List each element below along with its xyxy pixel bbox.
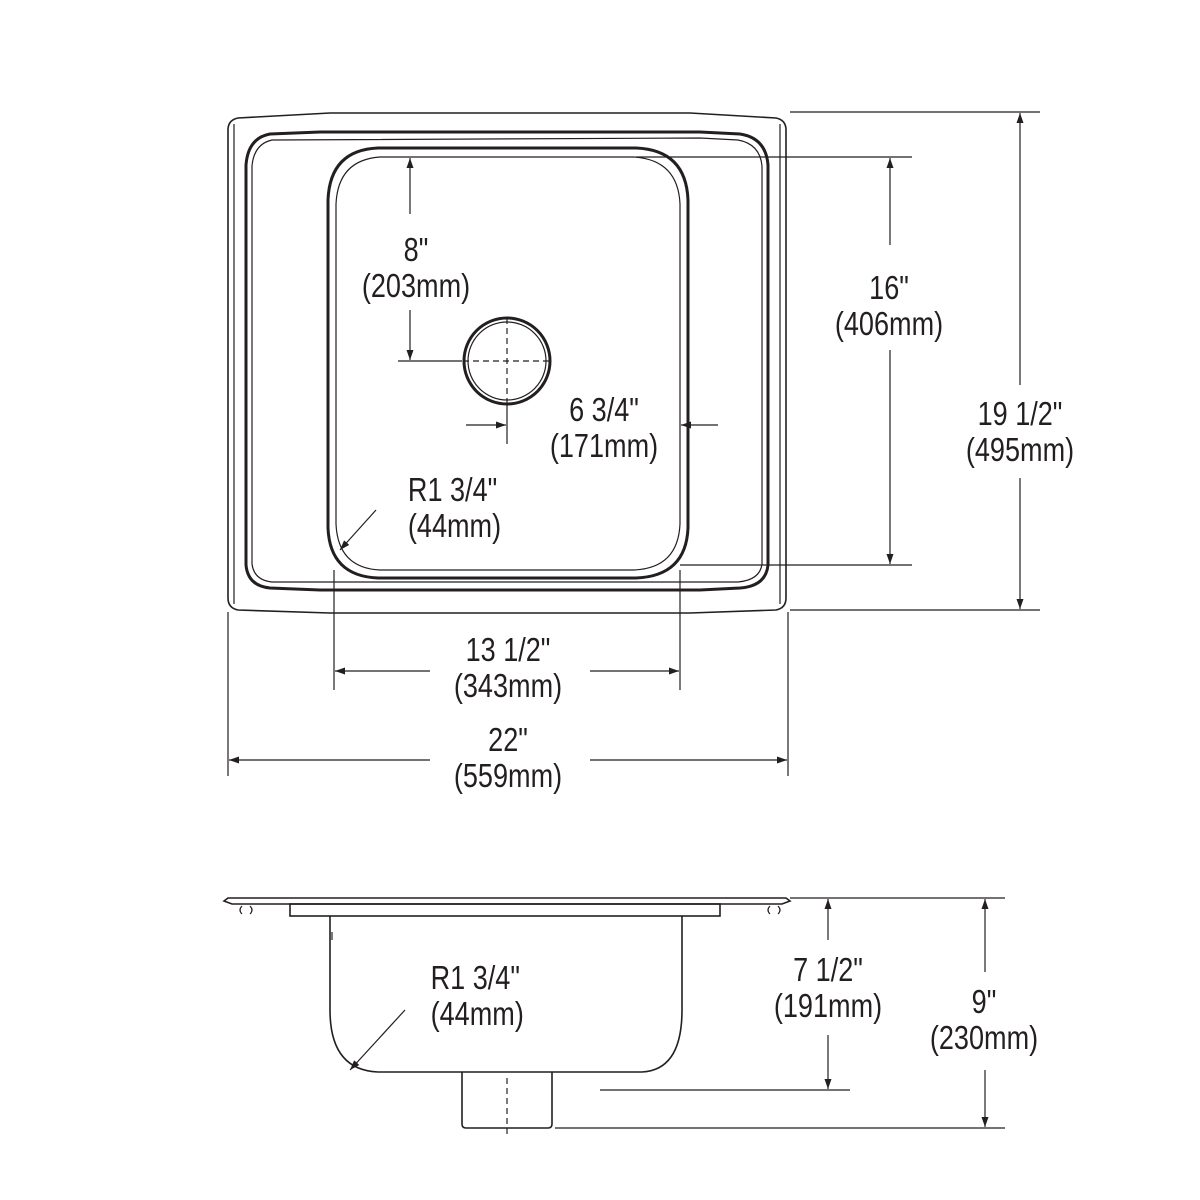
label-bowl-width-metric: (343mm) [453, 667, 563, 704]
side-rim [222, 897, 792, 905]
label-bowl-depth-metric: (191mm) [773, 987, 883, 1024]
side-bowl-outline [329, 916, 683, 1073]
label-drain-offset: 6 3/4" (171mm) [524, 392, 685, 464]
label-overall-depth: 9" (230mm) [912, 984, 1056, 1056]
label-bowl-width: 13 1/2" (343mm) [428, 632, 589, 704]
label-corner-radius-side-imperial: R1 3/4" [430, 959, 520, 996]
label-bowl-width-imperial: 13 1/2" [465, 631, 551, 668]
label-overall-width-imperial: 22" [488, 721, 528, 758]
label-overall-length: 19 1/2" (495mm) [946, 396, 1094, 468]
label-depth-to-drain-metric: (203mm) [361, 267, 471, 304]
label-bowl-length-metric: (406mm) [834, 305, 944, 342]
label-overall-depth-imperial: 9" [971, 983, 997, 1020]
radius-leader-top [339, 509, 377, 551]
deck-outline [244, 130, 770, 592]
side-view [222, 897, 1005, 1135]
label-corner-radius-top-imperial: R1 3/4" [407, 471, 498, 508]
label-drain-offset-metric: (171mm) [549, 427, 659, 464]
label-drain-offset-imperial: 6 3/4" [569, 391, 639, 428]
label-bowl-depth: 7 1/2" (191mm) [756, 952, 900, 1024]
label-overall-width-metric: (559mm) [453, 757, 563, 794]
bowl-outline [326, 146, 690, 580]
outer-rim-inner-edge [233, 124, 781, 604]
label-depth-to-drain-imperial: 8" [403, 231, 429, 268]
drain-centerline [463, 318, 550, 404]
label-bowl-length: 16" (406mm) [816, 270, 962, 342]
label-overall-length-imperial: 19 1/2" [977, 395, 1063, 432]
side-flange [289, 903, 721, 917]
bowl-inner-edge [335, 156, 681, 571]
label-overall-depth-metric: (230mm) [929, 1019, 1039, 1056]
radius-leader-side [349, 1009, 406, 1071]
label-corner-radius-top-metric: (44mm) [407, 507, 502, 544]
label-corner-radius-side: R1 3/4" (44mm) [411, 960, 547, 1032]
outer-rim [227, 112, 787, 614]
label-overall-width: 22" (559mm) [428, 722, 589, 794]
mounting-clips [239, 905, 781, 915]
label-overall-length-metric: (495mm) [965, 431, 1075, 468]
label-corner-radius-side-metric: (44mm) [430, 995, 524, 1032]
label-depth-to-drain: 8" (203mm) [345, 232, 486, 304]
top-view [227, 111, 1040, 776]
deck-inner-edge [251, 137, 763, 583]
label-corner-radius-top: R1 3/4" (44mm) [385, 472, 521, 544]
label-bowl-length-imperial: 16" [869, 269, 909, 306]
label-bowl-depth-imperial: 7 1/2" [793, 951, 863, 988]
